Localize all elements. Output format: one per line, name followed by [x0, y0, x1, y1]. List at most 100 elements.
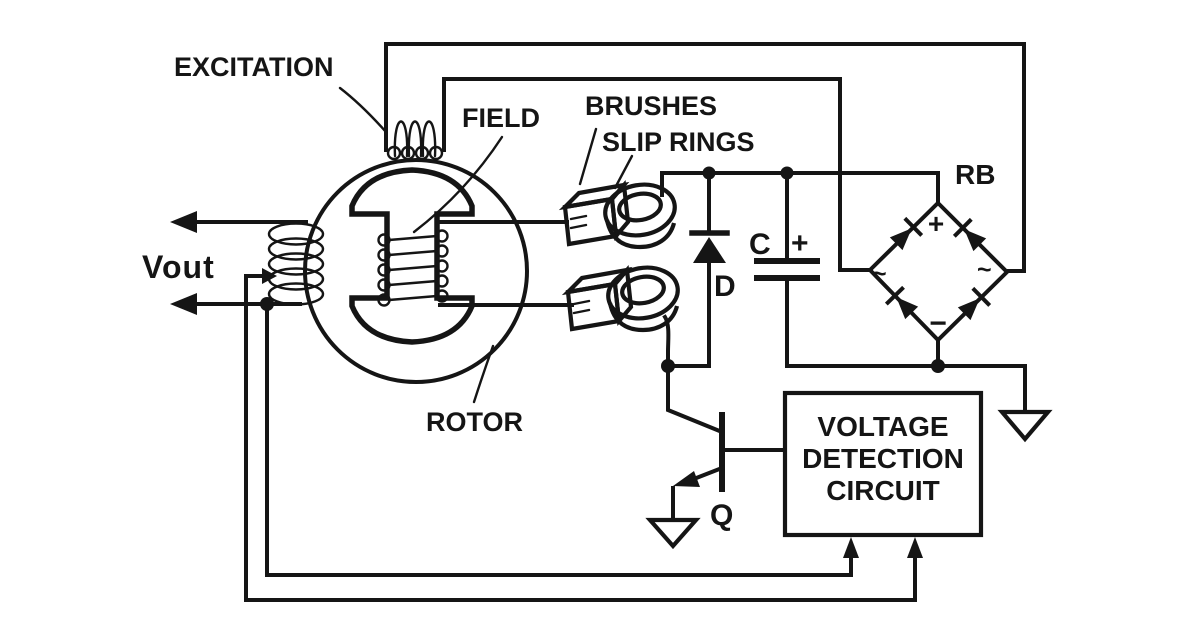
bridge-diode-bottom-left: [884, 285, 919, 320]
slip-rings-leader: [613, 154, 634, 190]
slip-ring-rim: [604, 219, 677, 250]
brush-slip-ring-bottom: [561, 264, 680, 355]
bridge-ac-left-sign: ~: [872, 260, 887, 288]
field-coil-bump: [435, 259, 449, 273]
detection-box-line3: CIRCUIT: [826, 475, 940, 506]
bridge-diode-arrow-icon: [957, 298, 980, 321]
excitation-label: EXCITATION: [174, 52, 334, 82]
emitter-arrow-icon: [673, 471, 700, 487]
stator-circle: [303, 158, 529, 384]
voltage-detection-box: VOLTAGE DETECTION CIRCUIT: [782, 390, 984, 538]
rotor-label: ROTOR: [426, 407, 523, 437]
field-label: FIELD: [462, 103, 540, 133]
field-coil: [377, 229, 449, 307]
detection-box-line1: VOLTAGE: [817, 411, 948, 442]
flyback-diode: [666, 171, 730, 368]
bridge-diode-top-left: [889, 216, 924, 251]
slip-rings-label: SLIP RINGS: [602, 127, 755, 157]
bridge-diode-top-right: [952, 217, 987, 252]
field-coil-turn: [387, 264, 439, 272]
junction-dot: [780, 166, 794, 180]
field-coil-bump: [377, 248, 391, 262]
filter-capacitor: [754, 171, 820, 368]
wire-excitation-inner: [442, 77, 873, 272]
output-winding-turn: [267, 237, 325, 261]
rb-label: RB: [955, 159, 995, 190]
field-coil-bump: [435, 289, 449, 303]
output-winding: [267, 222, 325, 306]
bridge-diode-bar: [884, 285, 905, 306]
detection-box-outline: [782, 390, 984, 538]
brushes-leader: [578, 127, 598, 186]
junction-dot: [702, 166, 716, 180]
bridge-diode-bar: [971, 286, 992, 307]
vout-terminals: [170, 211, 923, 602]
slip-ring-outer: [603, 182, 677, 238]
field-coil-bump: [435, 244, 449, 258]
bridge-diode-arrow-icon: [889, 228, 912, 251]
brush-slip-ring-top: [558, 171, 677, 250]
vout-arrow-top-icon: [170, 211, 197, 233]
bridge-diode-bar: [903, 216, 924, 237]
winding-tap-arrow-icon: [262, 268, 277, 284]
rotor-core: [349, 167, 574, 345]
diode-triangle-icon: [693, 237, 726, 263]
slip-ring-inner: [620, 274, 666, 306]
excitation-coil-turn: [428, 145, 444, 161]
excitation-coil-turn: [386, 145, 402, 161]
field-coil-bump: [377, 278, 391, 292]
excitation-coil-loop: [393, 120, 409, 158]
ground-symbol-emitter-icon: [645, 517, 701, 550]
field-leader: [412, 135, 504, 234]
excitation-coil-turn: [400, 145, 416, 161]
bridge-plus-sign: +: [928, 208, 944, 239]
rotor-leader: [472, 344, 495, 404]
field-coil-bump: [377, 263, 391, 277]
field-coil-turn: [387, 294, 439, 302]
feedback-wire-inner: [265, 302, 853, 577]
capacitor-plus-label: +: [791, 227, 809, 260]
leader-lines: [338, 86, 634, 404]
field-coil-turn: [387, 279, 439, 287]
rectifier-bridge: + − ~ ~: [867, 200, 1010, 368]
feedback-wire-outer: [244, 274, 917, 602]
slip-ring-rim: [607, 302, 680, 333]
bridge-minus-sign: −: [929, 307, 947, 340]
junction-dots: [260, 166, 945, 373]
ground-symbol-right-icon: [997, 409, 1053, 443]
feedback-arrow-outer-icon: [907, 537, 923, 558]
diode-branch-bottom: [666, 261, 711, 368]
field-coil-bump: [435, 229, 449, 243]
excitation-ac-wires: [384, 42, 1026, 273]
minus-bus-wire: [785, 364, 1027, 412]
excitation-coil: [386, 120, 444, 161]
field-coil-bump: [377, 233, 391, 247]
vout-arrow-bottom-icon: [170, 293, 197, 315]
brush-slot: [569, 214, 588, 230]
excitation-coil-loop: [421, 120, 437, 158]
wire-excitation-outer: [384, 42, 1026, 273]
detection-box-line2: DETECTION: [802, 443, 964, 474]
output-winding-turn: [267, 282, 325, 306]
bridge-ac-right-sign: ~: [977, 256, 992, 284]
diode-label: D: [714, 270, 736, 303]
bridge-diode-arrow-icon: [964, 229, 987, 252]
field-coil-turn: [387, 249, 439, 257]
field-coil-turn: [387, 234, 439, 242]
feedback-arrow-inner-icon: [843, 537, 859, 558]
vout-label: Vout: [142, 249, 215, 285]
brush-slot: [572, 299, 591, 315]
junction-dot: [931, 359, 945, 373]
slip-ring-bottom-stub: [662, 314, 671, 355]
excitation-coil-loop: [407, 120, 423, 158]
capacitor-label: C: [749, 228, 771, 261]
field-coil-bump: [377, 293, 391, 307]
slip-ring-outer: [606, 265, 680, 321]
transistor-label: Q: [710, 499, 733, 532]
excitation-leader: [338, 86, 388, 134]
junction-dot: [260, 297, 274, 311]
bridge-diode-bottom-right: [957, 286, 992, 321]
field-supply-wire: [660, 171, 940, 205]
